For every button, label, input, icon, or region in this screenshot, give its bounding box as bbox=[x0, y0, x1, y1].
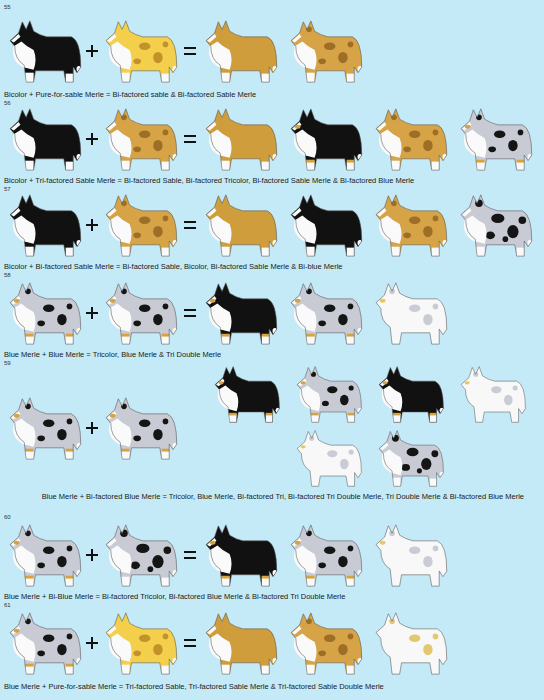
dog-figure bbox=[379, 431, 444, 487]
dog-figure bbox=[10, 109, 81, 170]
dog-figure bbox=[10, 21, 81, 82]
equals-sign bbox=[184, 136, 196, 142]
equals-sign bbox=[184, 48, 196, 54]
cross-caption: Blue Merle + Bi-factored Blue Merle = Tr… bbox=[4, 492, 524, 502]
dog-figure bbox=[106, 21, 177, 82]
plus-sign bbox=[86, 307, 98, 319]
dog-figure bbox=[461, 367, 525, 423]
plus-sign bbox=[86, 549, 98, 561]
dog-figure bbox=[206, 21, 277, 82]
dog-figure bbox=[461, 195, 532, 256]
dog-figure bbox=[10, 398, 81, 459]
plus-equals-signs bbox=[86, 45, 196, 649]
figure-number: 60 bbox=[4, 514, 11, 522]
dog-figure bbox=[376, 195, 447, 256]
figure-number: 59 bbox=[4, 360, 11, 368]
dog-figure bbox=[106, 613, 177, 674]
figure-number: 58 bbox=[4, 272, 11, 280]
dog-figure bbox=[206, 109, 277, 170]
dog-figure bbox=[297, 367, 362, 423]
cross-caption: Blue Merle + Blue Merle = Tricolor, Blue… bbox=[4, 350, 540, 360]
dog-figure bbox=[376, 613, 447, 674]
dog-figure bbox=[106, 525, 177, 586]
plus-sign bbox=[86, 637, 98, 649]
dog-figure bbox=[379, 367, 444, 423]
cross-caption: Bicolor + Tri-factored Sable Merle = Bi-… bbox=[4, 176, 540, 186]
equals-sign bbox=[184, 640, 196, 646]
dog-figure bbox=[106, 398, 177, 459]
dog-figure bbox=[10, 195, 81, 256]
dog-figure bbox=[291, 195, 362, 256]
plus-sign bbox=[86, 133, 98, 145]
dog-figure bbox=[106, 195, 177, 256]
cross-caption: Blue Merle + Pure-for-sable Merle = Tri-… bbox=[4, 682, 540, 692]
dog-figure bbox=[10, 613, 81, 674]
dog-figure bbox=[206, 525, 277, 586]
dog-figure bbox=[206, 283, 277, 344]
dog-figure bbox=[291, 21, 362, 82]
cross-caption: Blue Merle + Bi-Blue Merle = Bi-factored… bbox=[4, 592, 540, 602]
dog-figure bbox=[10, 283, 81, 344]
figure-number: 57 bbox=[4, 186, 11, 194]
dog-figure bbox=[291, 525, 362, 586]
plus-sign bbox=[86, 422, 98, 434]
plus-sign bbox=[86, 219, 98, 231]
dog-figure bbox=[461, 109, 532, 170]
cross-caption: Bicolor + Bi-factored Sable Merle = Bi-f… bbox=[4, 262, 540, 272]
dog-figure bbox=[291, 109, 362, 170]
dog-figure bbox=[297, 431, 361, 487]
figure-number: 55 bbox=[4, 4, 11, 12]
dog-figure bbox=[215, 367, 280, 423]
equals-sign bbox=[184, 222, 196, 228]
dog-figure bbox=[106, 109, 177, 170]
plus-sign bbox=[86, 45, 98, 57]
equals-sign bbox=[184, 310, 196, 316]
dog-figure bbox=[291, 283, 362, 344]
dog-figure bbox=[291, 613, 362, 674]
figure-number: 61 bbox=[4, 602, 11, 610]
dog-figure bbox=[376, 283, 447, 344]
figure-number: 56 bbox=[4, 100, 11, 108]
cross-caption: Bicolor + Pure-for-sable Merle = Bi-fact… bbox=[4, 90, 540, 100]
dog-figure bbox=[10, 525, 81, 586]
dog-figure bbox=[206, 195, 277, 256]
dog-figure bbox=[376, 525, 447, 586]
equals-sign bbox=[184, 552, 196, 558]
dog-figure bbox=[376, 109, 447, 170]
dog-figure bbox=[106, 283, 177, 344]
dog-figure bbox=[206, 613, 277, 674]
